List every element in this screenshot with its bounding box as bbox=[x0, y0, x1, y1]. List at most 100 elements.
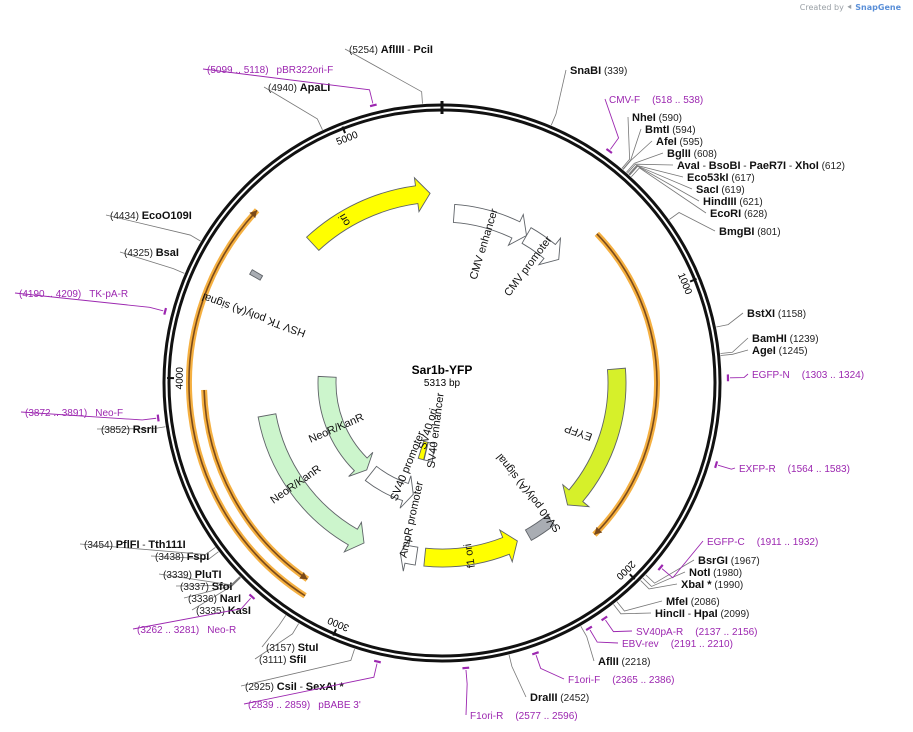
feature-sv40-ori[interactable] bbox=[417, 440, 429, 461]
primer-mark-neof bbox=[156, 414, 160, 422]
enzyme-site-bstxi[interactable]: BstXI (1158) bbox=[747, 308, 806, 320]
enzyme-site-hincii[interactable]: HincII - HpaI (2099) bbox=[655, 608, 749, 620]
enzyme-name: BglII bbox=[667, 148, 691, 160]
enzyme-site-bglii[interactable]: BglII (608) bbox=[667, 148, 717, 160]
primer-mark-neor bbox=[248, 593, 256, 600]
enzyme-site-saci[interactable]: SacI (619) bbox=[696, 184, 745, 196]
primer-site-neof[interactable]: (3872 .. 3891)Neo-F bbox=[25, 408, 123, 419]
feature-neor-kanr[interactable] bbox=[317, 375, 374, 477]
enzyme-site-avai[interactable]: AvaI - BsoBI - PaeR7I - XhoI (612) bbox=[677, 160, 845, 172]
primer-leader-line bbox=[589, 629, 619, 644]
enzyme-site-bamhi[interactable]: BamHI (1239) bbox=[752, 333, 819, 345]
enzyme-leader-line bbox=[669, 212, 716, 232]
enzyme-position: (2086) bbox=[688, 597, 720, 608]
enzyme-site-ecori[interactable]: EcoRI (628) bbox=[710, 208, 767, 220]
primer-name: TK-pA-R bbox=[89, 289, 128, 300]
enzyme-name: BmgBI bbox=[719, 226, 754, 238]
feature-sv40-promoter[interactable] bbox=[364, 465, 414, 509]
enzyme-leader-line bbox=[119, 251, 185, 274]
enzyme-site-bsrgi[interactable]: BsrGI (1967) bbox=[698, 555, 760, 567]
enzyme-leader-line bbox=[96, 426, 166, 430]
tick-mark bbox=[629, 573, 636, 580]
enzyme-name: BsoBI bbox=[709, 160, 741, 172]
enzyme-site-eco53ki[interactable]: Eco53kI (617) bbox=[687, 172, 755, 184]
enzyme-site-bsai[interactable]: (4325) BsaI bbox=[124, 247, 179, 259]
primer-leader-line bbox=[604, 98, 620, 150]
primer-range: (1303 .. 1324) bbox=[802, 370, 864, 381]
enzyme-site-snabi[interactable]: SnaBI (339) bbox=[570, 65, 627, 77]
enzyme-name: KasI bbox=[228, 605, 251, 617]
feature-eyfp[interactable] bbox=[562, 367, 627, 508]
primer-mark-pbr322 bbox=[369, 103, 377, 108]
enzyme-leader-line bbox=[344, 48, 423, 104]
enzyme-site-draiii[interactable]: DraIII (2452) bbox=[530, 692, 589, 704]
enzyme-leader-line bbox=[628, 165, 693, 190]
tick-mark bbox=[689, 277, 697, 283]
enzyme-site-noti[interactable]: NotI (1980) bbox=[689, 567, 742, 579]
primer-site-egfpn[interactable]: EGFP-N(1303 .. 1324) bbox=[752, 370, 864, 381]
enzyme-site-nari[interactable]: (3336) NarI bbox=[188, 593, 241, 605]
enzyme-site-aflIII[interactable]: (5254) AflIII - PciI bbox=[349, 44, 433, 56]
enzyme-site-rsrii[interactable]: (3852) RsrII bbox=[101, 424, 157, 436]
enzyme-site-bmti[interactable]: BmtI (594) bbox=[645, 124, 696, 136]
enzyme-site-aflii[interactable]: AflII (2218) bbox=[598, 656, 650, 668]
enzyme-leader-line bbox=[150, 551, 219, 560]
primer-site-ebvrev[interactable]: EBV-rev(2191 .. 2210) bbox=[622, 639, 733, 650]
enzyme-leader-line bbox=[622, 140, 653, 170]
primer-site-cmvf[interactable]: CMV-F(518 .. 538) bbox=[609, 95, 703, 106]
enzyme-site-agei[interactable]: AgeI (1245) bbox=[752, 345, 808, 357]
primer-name: EXFP-R bbox=[739, 464, 776, 475]
enzyme-position: (3157) bbox=[266, 643, 298, 654]
enzyme-site-pflfi[interactable]: (3454) PflFI - Tth111I bbox=[84, 539, 186, 551]
feature-hsv-tk-poly-a-signal[interactable] bbox=[249, 269, 264, 281]
enzyme-site-xbai[interactable]: XbaI * (1990) bbox=[681, 579, 743, 591]
primer-site-neor[interactable]: (3262 .. 3281)Neo-R bbox=[137, 625, 236, 636]
feature-neor-kanr[interactable] bbox=[257, 413, 365, 553]
enzyme-site-pluti[interactable]: (3339) PluTI bbox=[163, 569, 222, 581]
orf-line bbox=[203, 389, 308, 580]
enzyme-site-nhei[interactable]: NheI (590) bbox=[632, 112, 682, 124]
primer-site-pbr322[interactable]: (5099 .. 5118)pBR322ori-F bbox=[207, 65, 333, 76]
enzyme-site-sfii[interactable]: (3111) SfiI bbox=[259, 654, 306, 666]
primer-leader-line bbox=[535, 655, 565, 680]
primer-site-f1orif[interactable]: F1ori-F(2365 .. 2386) bbox=[568, 675, 675, 686]
primer-site-tkpar[interactable]: (4190 .. 4209)TK-pA-R bbox=[19, 289, 128, 300]
feature-sv40-poly-a-signal[interactable] bbox=[524, 514, 556, 542]
enzyme-name: DraIII bbox=[530, 692, 558, 704]
enzyme-site-csii[interactable]: (2925) CsiI - SexAI * bbox=[245, 681, 344, 693]
enzyme-position: (3438) bbox=[155, 552, 187, 563]
primer-site-sv40par[interactable]: SV40pA-R(2137 .. 2156) bbox=[636, 627, 758, 638]
enzyme-position: (2099) bbox=[718, 609, 750, 620]
feature-f1-ori[interactable] bbox=[423, 528, 518, 568]
feature-ampr-promoter[interactable] bbox=[399, 537, 419, 572]
enzyme-leader-line bbox=[158, 573, 241, 586]
enzyme-site-kasi[interactable]: (3335) KasI bbox=[196, 605, 251, 617]
enzyme-name: StuI bbox=[298, 642, 319, 654]
primer-site-f1orir[interactable]: F1ori-R(2577 .. 2596) bbox=[470, 711, 578, 722]
enzyme-site-stui[interactable]: (3157) StuI bbox=[266, 642, 318, 654]
primer-site-exfpr[interactable]: EXFP-R(1564 .. 1583) bbox=[739, 464, 850, 475]
enzyme-site-mfei[interactable]: MfeI (2086) bbox=[666, 596, 720, 608]
enzyme-separator: - bbox=[700, 161, 709, 172]
enzyme-name: NotI bbox=[689, 567, 710, 579]
primer-site-pbabe3[interactable]: (2839 .. 2859)pBABE 3' bbox=[248, 700, 361, 711]
primer-leader-line bbox=[132, 597, 251, 630]
enzyme-site-afei[interactable]: AfeI (595) bbox=[656, 136, 703, 148]
enzyme-leader-line bbox=[508, 654, 527, 698]
feature-ori[interactable] bbox=[305, 176, 431, 252]
primer-range: (2137 .. 2156) bbox=[695, 627, 757, 638]
enzyme-site-bmgbi[interactable]: BmgBI (801) bbox=[719, 226, 781, 238]
feature-label: HSV TK poly(A) signal bbox=[201, 290, 308, 339]
primer-site-egfpc[interactable]: EGFP-C(1911 .. 1932) bbox=[707, 537, 818, 548]
orf-group bbox=[186, 208, 660, 599]
enzyme-site-ecoo109i[interactable]: (4434) EcoO109I bbox=[110, 210, 192, 222]
created-by-credit: Created by ⯇ SnapGene bbox=[800, 3, 901, 13]
feature-cmv-promoter[interactable] bbox=[521, 227, 562, 266]
enzyme-name: ApaLI bbox=[300, 82, 331, 94]
enzyme-site-apali[interactable]: (4940) ApaLI bbox=[268, 82, 330, 94]
enzyme-leader-line bbox=[105, 214, 201, 242]
enzyme-site-sfoi[interactable]: (3337) SfoI bbox=[180, 581, 232, 593]
enzyme-leader-line bbox=[629, 165, 700, 202]
enzyme-site-hindiii[interactable]: HindIII (621) bbox=[703, 196, 763, 208]
